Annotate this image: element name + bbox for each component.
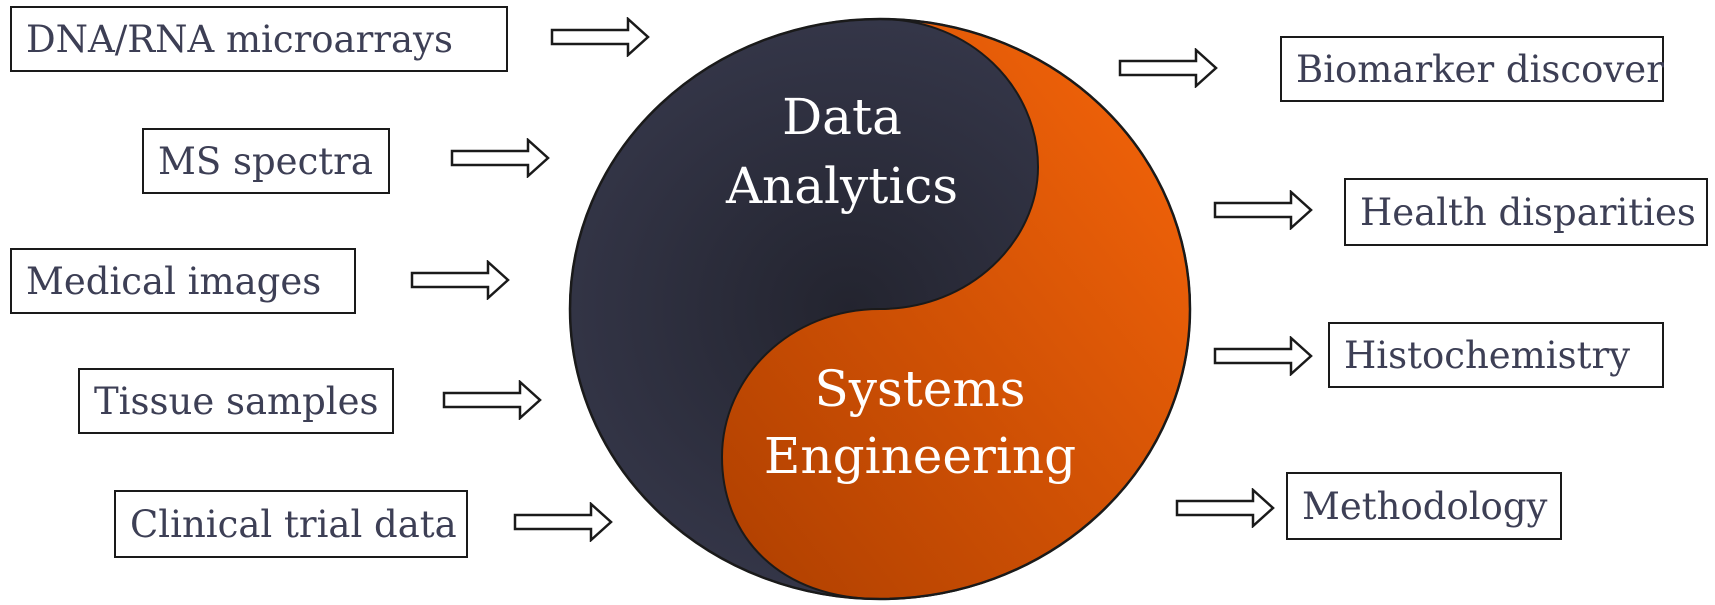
input-arrow	[442, 380, 542, 420]
input-arrow	[450, 138, 550, 178]
input-label: DNA/RNA microarrays	[26, 17, 453, 61]
output-label: Health disparities	[1360, 190, 1696, 234]
systems-engineering-label-line1: Systems	[815, 360, 1026, 418]
diagram-outline	[568, 17, 1192, 601]
input-arrow	[550, 17, 650, 57]
input-box-medical-images: Medical images	[10, 248, 356, 314]
yin-yang-diagram: Data Analytics Systems Engineering	[560, 17, 1200, 601]
input-arrow	[410, 260, 510, 300]
output-box-histochemistry: Histochemistry	[1328, 322, 1664, 388]
output-label: Biomarker discover	[1296, 47, 1664, 91]
output-arrow	[1213, 190, 1313, 230]
systems-engineering-label-line2: Engineering	[764, 427, 1076, 485]
input-arrow	[513, 502, 613, 542]
input-box-dna-rna-microarrays: DNA/RNA microarrays	[10, 6, 508, 72]
data-analytics-label-line1: Data	[782, 88, 902, 146]
output-label: Histochemistry	[1344, 333, 1631, 377]
yin-yang-graphic: Data Analytics Systems Engineering	[568, 17, 1192, 601]
output-box-health-disparities: Health disparities	[1344, 178, 1708, 246]
output-box-biomarker-discover: Biomarker discover	[1280, 36, 1664, 102]
input-box-clinical-trial-data: Clinical trial data	[114, 490, 468, 558]
input-label: Medical images	[26, 259, 322, 303]
output-arrow	[1213, 336, 1313, 376]
input-label: Tissue samples	[94, 379, 379, 423]
input-label: MS spectra	[158, 139, 373, 183]
output-box-methodology: Methodology	[1286, 472, 1562, 540]
output-arrow	[1175, 488, 1275, 528]
input-box-tissue-samples: Tissue samples	[78, 368, 394, 434]
data-analytics-label-line2: Analytics	[725, 157, 958, 215]
output-label: Methodology	[1302, 484, 1548, 528]
output-arrow	[1118, 48, 1218, 88]
input-box-ms-spectra: MS spectra	[142, 128, 390, 194]
input-label: Clinical trial data	[130, 502, 457, 546]
